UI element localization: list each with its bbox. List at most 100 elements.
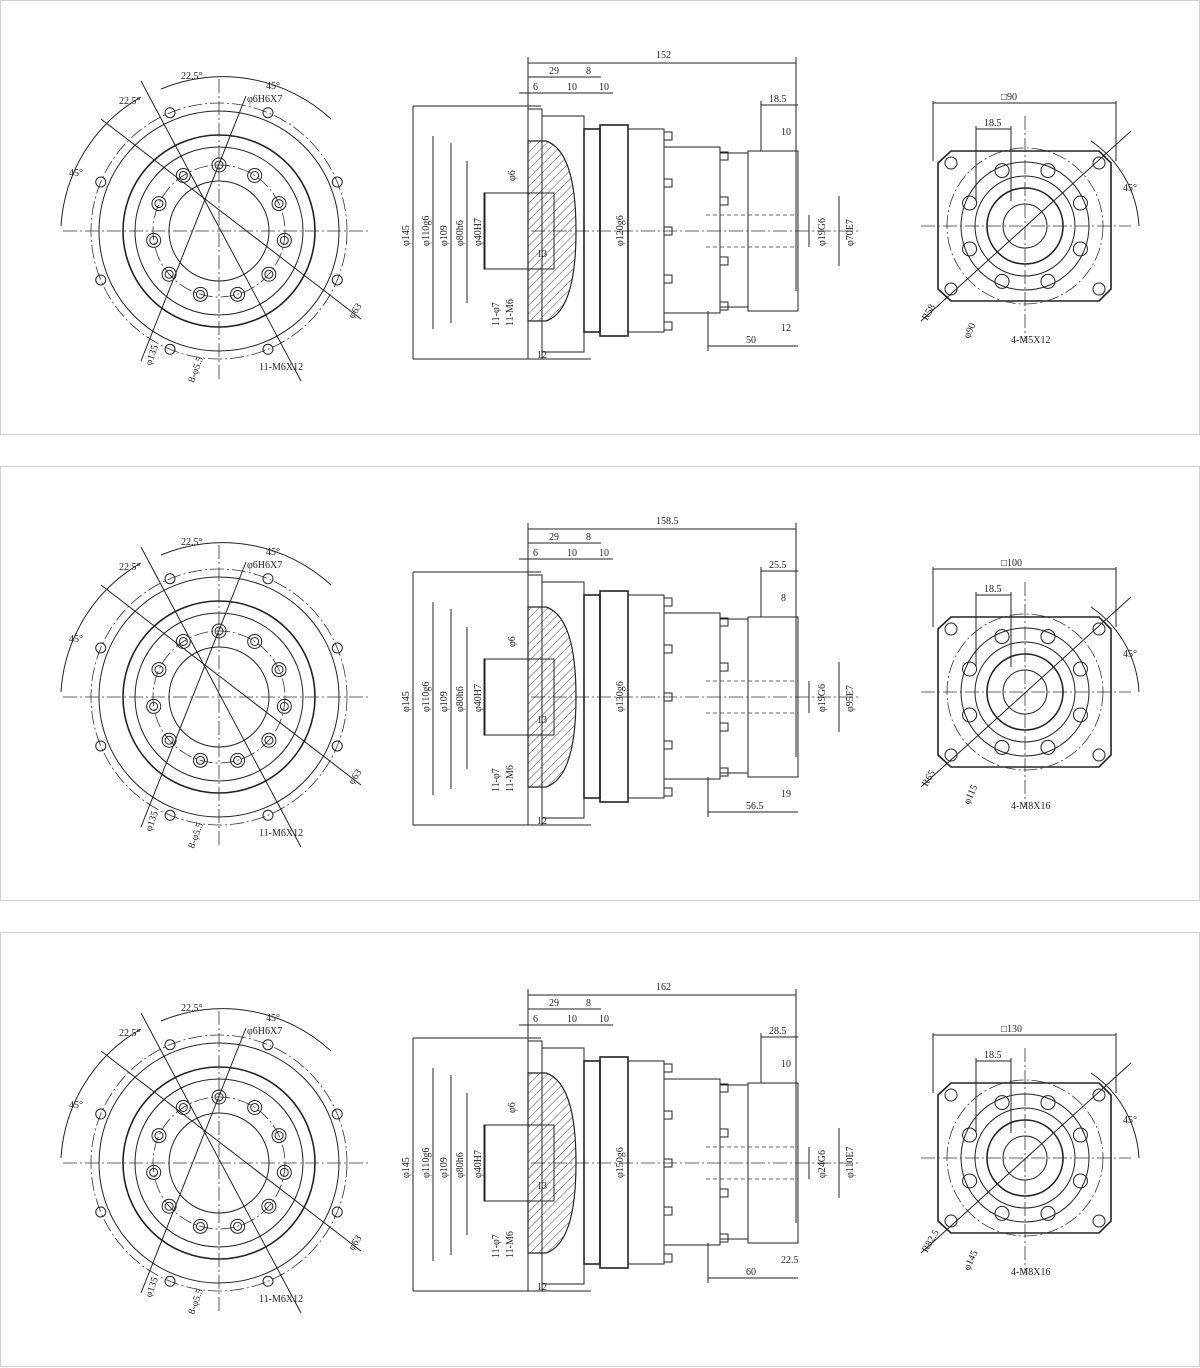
motor-hole: [1072, 661, 1088, 677]
corner-hole: [1092, 156, 1106, 170]
thread-hole-core: [149, 701, 159, 711]
dia-80: φ80h6: [455, 220, 466, 246]
thread-hole: [161, 732, 177, 748]
dim-12b: 19: [781, 789, 791, 800]
shaft-dia: φ24G6: [817, 1150, 828, 1178]
motor-hole: [1040, 163, 1056, 179]
thread-hole-core: [250, 636, 260, 646]
thread-hole: [161, 1198, 177, 1214]
angle-arc: [160, 542, 332, 586]
thread-hole: [192, 1218, 208, 1234]
bolt-hole: [95, 274, 107, 286]
thread-hole-core: [274, 199, 284, 209]
corner-hole: [944, 282, 958, 296]
leader-line: [100, 1050, 362, 1252]
bolt-hole: [331, 1108, 343, 1120]
thread-hole-core: [274, 1131, 284, 1141]
thread-hole-core: [264, 735, 274, 745]
dim-8: 8: [586, 66, 591, 77]
bolt-hole: [262, 1275, 274, 1287]
drawing-panel-3: 22.5° 22.5° 45° 45° φ6H6X7 φ135 11-M6X12…: [0, 932, 1200, 1367]
thread-hole: [211, 623, 227, 639]
thread-hole-core: [250, 1102, 260, 1112]
angle-arc: [160, 1008, 332, 1052]
motor-holes-group: [944, 156, 1106, 296]
thread-hole-core: [233, 289, 243, 299]
bolt-hole: [95, 1108, 107, 1120]
leader-line: [140, 546, 302, 848]
shaft-dia: φ19G6: [817, 684, 828, 712]
shaft-dia: φ19G6: [817, 218, 828, 246]
body-dia: φ130g6: [615, 681, 626, 712]
leader-line: [100, 584, 362, 786]
dia-145: φ145: [401, 225, 412, 246]
motor-hole: [1040, 739, 1056, 755]
motor-pcd: φ115: [962, 783, 981, 806]
bolt-hole: [262, 573, 274, 585]
dim-8: 8: [586, 532, 591, 543]
thread-hole-core: [164, 735, 174, 745]
dim-10a: 10: [567, 82, 577, 93]
angle-label-a: 22.5°: [181, 537, 203, 548]
dim-10b: 10: [599, 1014, 609, 1025]
bolt-hole: [331, 740, 343, 752]
bolt-hole: [331, 1206, 343, 1218]
dia-40: φ40H7: [473, 1150, 484, 1178]
dim-flange: 25.5: [769, 560, 787, 571]
corner-hole: [1092, 1088, 1106, 1102]
flange-front-view: 22.5° 22.5° 45° 45° φ6H6X7 φ135 11-M6X12…: [60, 1003, 371, 1316]
corner-hole: [1092, 1214, 1106, 1228]
side-bolt: [663, 1110, 673, 1120]
flange-front-view: 22.5° 22.5° 45° 45° φ6H6X7 φ135 11-M6X12…: [60, 537, 371, 850]
motor-hole: [1072, 195, 1088, 211]
bolt-hole: [262, 107, 274, 119]
angle-label-a: 22.5°: [181, 1003, 203, 1014]
corner-hole: [944, 156, 958, 170]
corner-radius: R65: [920, 769, 938, 789]
holes-label: 8-φ5.5: [186, 821, 205, 850]
thread-hole: [151, 662, 167, 678]
thread-hole: [175, 167, 191, 183]
motor-flange-view: □130 18.5 45° R82.5 φ145 4-M8X16: [920, 1024, 1140, 1278]
pilot-dia: φ110E7: [845, 1146, 856, 1178]
total-length: 162: [656, 982, 671, 993]
angle-label-d: 45°: [69, 168, 83, 179]
thread-hole: [247, 1099, 263, 1115]
dia-80: φ80h6: [455, 686, 466, 712]
thread-hole-core: [214, 1092, 224, 1102]
bolt-hole: [262, 1039, 274, 1051]
thread-hole-core: [264, 1201, 274, 1211]
dim-10c: 10: [781, 127, 791, 138]
side-bolt: [719, 722, 729, 732]
holes-label: 8-φ5.5: [186, 1287, 205, 1316]
side-bolt: [719, 1188, 729, 1198]
thread-hole-core: [154, 1131, 164, 1141]
leader-line: [140, 561, 247, 828]
corner-radius: R82.5: [920, 1228, 942, 1254]
angle-arc: [1090, 606, 1140, 693]
side-bolt: [663, 1253, 673, 1263]
dia-6: φ6: [507, 170, 518, 181]
thread-hole: [261, 266, 277, 282]
outer-holes: [95, 107, 343, 355]
thread-m6: 11-M6: [505, 1231, 516, 1258]
side-bolts: [663, 131, 729, 331]
motor-hole: [1072, 1173, 1088, 1189]
dim-50: 50: [746, 335, 756, 346]
key-width: 18.5: [984, 1050, 1002, 1061]
dia-145: φ145: [401, 1157, 412, 1178]
dia-40: φ40H7: [473, 218, 484, 246]
dim-10b: 10: [599, 548, 609, 559]
dim-8: 8: [586, 998, 591, 1009]
motor-hole: [994, 629, 1010, 645]
dim-10a: 10: [567, 548, 577, 559]
pilot-dia: φ70E7: [845, 219, 856, 246]
side-bolt: [719, 301, 729, 311]
dim-29: 29: [549, 532, 559, 543]
dia-109: φ109: [439, 1157, 450, 1178]
side-bolt: [719, 256, 729, 266]
side-bolt: [719, 662, 729, 672]
bolt-hole: [262, 343, 274, 355]
thread-hole: [276, 1164, 292, 1180]
thread-hole: [151, 1128, 167, 1144]
